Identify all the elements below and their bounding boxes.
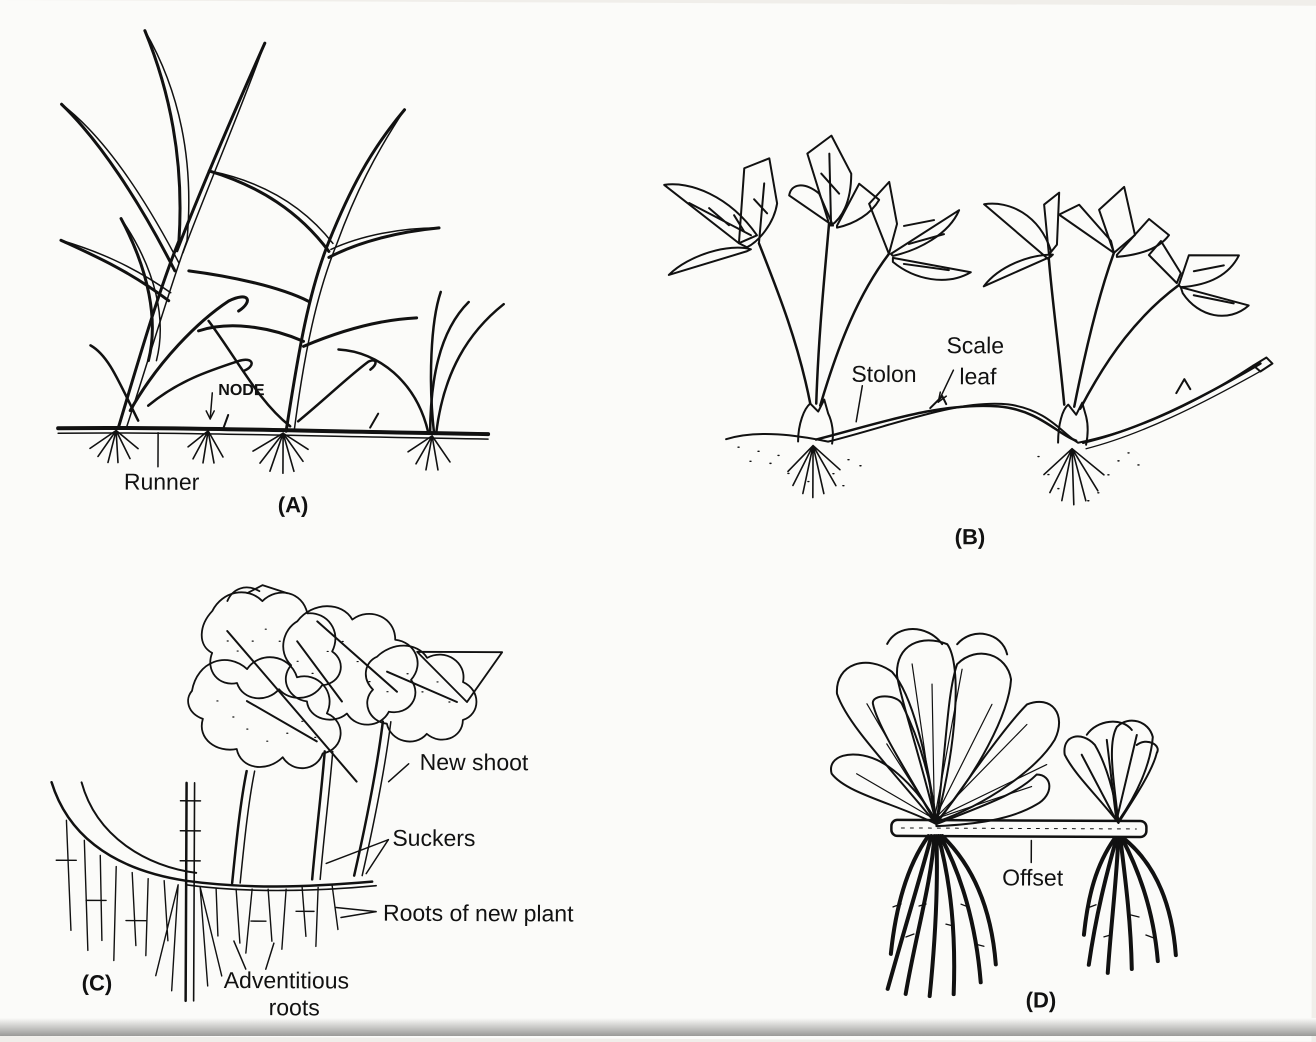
sucker-foliage	[188, 585, 503, 769]
panel-b-caption: (B)	[955, 526, 986, 548]
node-label: NODE	[218, 383, 264, 399]
new-shoot-leader-line	[389, 764, 409, 782]
grass-blade	[298, 360, 375, 422]
grass-blade	[338, 349, 428, 431]
grass-blade	[189, 271, 309, 302]
grass-blade	[329, 227, 439, 257]
pistia-offset-rosette	[1064, 720, 1158, 823]
sucker-stem	[312, 751, 325, 879]
adventitious-leader-line	[234, 941, 246, 969]
page-bottom-shadow	[0, 1018, 1316, 1036]
runner-label: Runner	[124, 471, 200, 494]
panel-a-caption: (A)	[278, 494, 309, 516]
grass-blade	[209, 171, 329, 252]
stolon-label: Stolon	[851, 363, 916, 386]
offset-label: Offset	[1002, 866, 1063, 889]
adventitious-roots-label-line2: roots	[269, 996, 320, 1019]
roots-new-plant-leader-line	[336, 907, 376, 911]
grass-blade	[286, 109, 404, 432]
panel-c-drawing	[51, 584, 503, 1002]
panel-a-drawing	[58, 30, 505, 474]
main-stem	[186, 783, 187, 1001]
adventitious-roots	[56, 820, 339, 991]
grass-blade	[303, 317, 416, 346]
strawberry-leaf	[664, 135, 972, 280]
panel-d-drawing	[830, 629, 1177, 998]
grass-blade	[430, 302, 469, 434]
panel-c-caption: (C)	[82, 972, 113, 994]
strawberry-leaf	[984, 186, 1250, 316]
stolon-leader-line	[856, 386, 862, 422]
roots-of-new-plant-label: Roots of new plant	[383, 902, 574, 926]
grass-blade	[61, 240, 169, 300]
grass-blade	[208, 321, 290, 426]
grass-blade	[120, 219, 152, 361]
stolon-roots	[1044, 449, 1104, 505]
panel-b-drawing	[663, 135, 1274, 506]
grass-blade	[436, 304, 504, 434]
scale-leaf-label-line2: leaf	[959, 365, 996, 388]
offset-roots	[888, 836, 1177, 997]
stolon-roots	[788, 445, 840, 497]
adventitious-roots-label-line1: Adventitious	[224, 969, 349, 993]
grass-blade	[177, 43, 265, 251]
sucker-stem	[232, 771, 246, 883]
scale-leaf-label-line1: Scale	[946, 334, 1004, 357]
new-shoot-label: New shoot	[420, 751, 529, 774]
panel-d-caption: (D)	[1026, 989, 1057, 1011]
suckers-label: Suckers	[392, 827, 475, 850]
